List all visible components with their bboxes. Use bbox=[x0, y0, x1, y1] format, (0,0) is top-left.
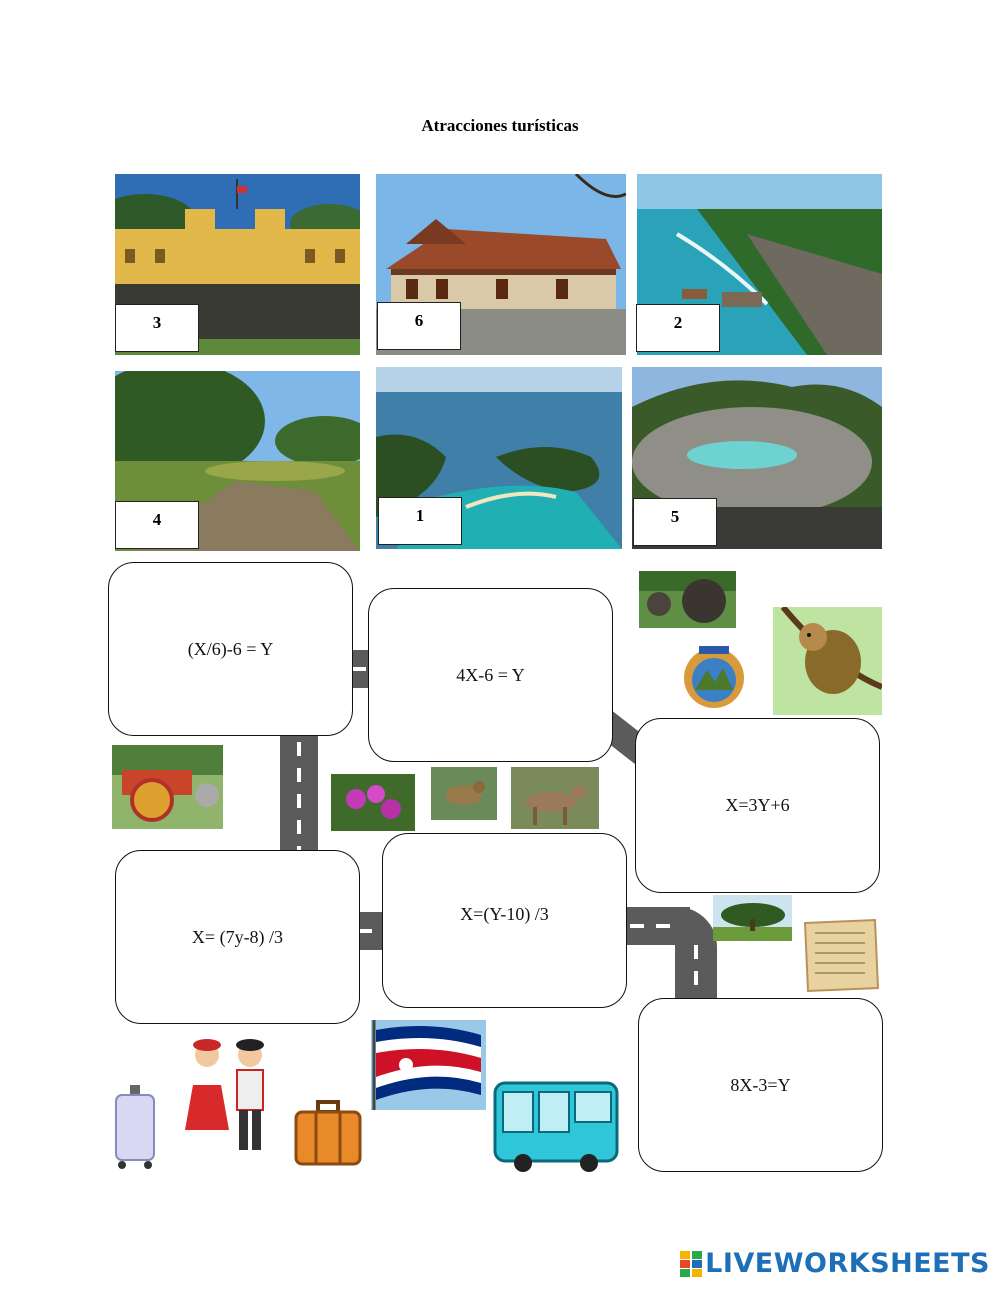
anthem-scroll-image bbox=[800, 918, 882, 993]
travel-case-image bbox=[292, 1098, 364, 1170]
photo-label-box[interactable]: 5 bbox=[633, 498, 717, 546]
equation-box[interactable]: 4X-6 = Y bbox=[368, 588, 613, 762]
coat-of-arms-image bbox=[677, 640, 752, 710]
brand-name: LIVEWORKSHEETS bbox=[705, 1248, 990, 1279]
equation-box[interactable]: X= (7y-8) /3 bbox=[115, 850, 360, 1024]
deer-image bbox=[511, 767, 599, 829]
equation-box[interactable]: X=3Y+6 bbox=[635, 718, 880, 893]
stone-spheres-image bbox=[639, 571, 736, 628]
guanacaste-tree-image bbox=[713, 895, 792, 941]
sloth-image bbox=[773, 607, 882, 715]
orchid-image bbox=[331, 774, 415, 831]
photo-label-box[interactable]: 6 bbox=[377, 302, 461, 350]
brand-blocks-icon bbox=[680, 1250, 703, 1277]
equation-box[interactable]: 8X-3=Y bbox=[638, 998, 883, 1172]
oxcart-image bbox=[112, 745, 223, 829]
equation-box[interactable]: (X/6)-6 = Y bbox=[108, 562, 353, 736]
photo-label-box[interactable]: 4 bbox=[115, 501, 199, 549]
liveworksheets-logo: LIVEWORKSHEETS bbox=[680, 1248, 990, 1279]
beach-coast-photo bbox=[637, 174, 882, 355]
equation-box[interactable]: X=(Y-10) /3 bbox=[382, 833, 627, 1008]
costa-rica-flag-image bbox=[371, 1020, 486, 1110]
photo-label-box[interactable]: 3 bbox=[115, 304, 199, 352]
costa-rican-dancers-image bbox=[185, 1035, 275, 1160]
photo-label-box[interactable]: 1 bbox=[378, 497, 462, 545]
photo-label-box[interactable]: 2 bbox=[636, 304, 720, 352]
page-title: Atracciones turísticas bbox=[421, 116, 579, 135]
bus-image bbox=[493, 1077, 620, 1174]
suitcase-image bbox=[110, 1085, 160, 1170]
bird-image bbox=[431, 767, 497, 820]
